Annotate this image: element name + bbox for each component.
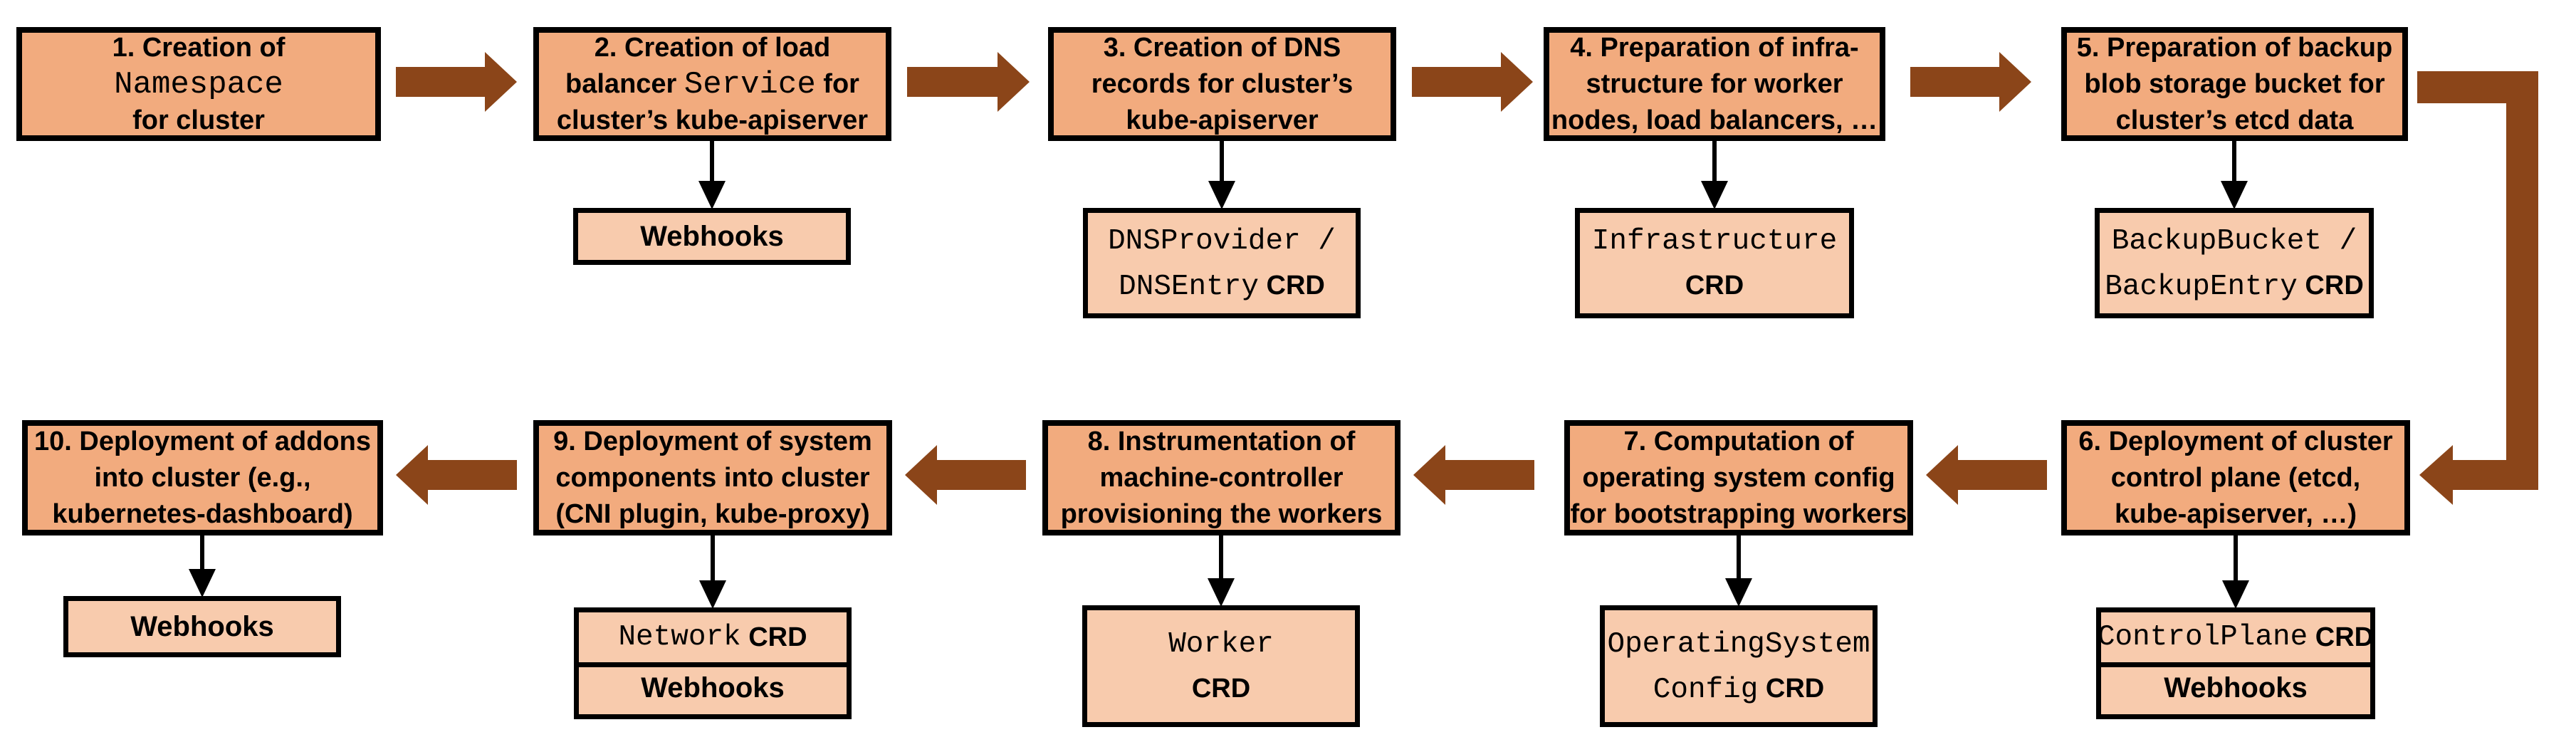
step-2-webhooks-label: Webhooks bbox=[640, 221, 784, 252]
step-9-crd-code: Network bbox=[618, 621, 741, 654]
flow-arrow-step4-to-step5 bbox=[1910, 52, 2031, 112]
step-7-line-2: operating system config bbox=[1582, 462, 1895, 493]
step-4-line-1: 4. Preparation of infra- bbox=[1570, 32, 1859, 63]
step-10-webhooks-box: Webhooks bbox=[63, 596, 341, 657]
step-3-line-1: 3. Creation of DNS bbox=[1103, 32, 1341, 63]
connector-step6-crd bbox=[2222, 535, 2249, 609]
step-9-crd-row: Network CRD bbox=[579, 612, 847, 662]
step-2-line-3: cluster’s kube-apiserver bbox=[556, 105, 869, 135]
step-10-line-2: into cluster (e.g., bbox=[94, 462, 311, 493]
step-1-line-2-code: Namespace bbox=[114, 66, 283, 103]
step-9-line-2: components into cluster bbox=[555, 462, 870, 493]
step-9-line-1: 9. Deployment of system bbox=[553, 426, 872, 456]
step-10-line-1: 10. Deployment of addons bbox=[34, 426, 371, 456]
step-8-crd-line-1: Worker bbox=[1168, 627, 1274, 661]
step-1-box: 1. Creation of Namespace for cluster bbox=[16, 27, 381, 141]
connector-step3-crd bbox=[1208, 140, 1235, 209]
connector-step2-webhooks bbox=[698, 140, 726, 209]
step-8-crd-suffix: CRD bbox=[1191, 673, 1251, 704]
step-7-crd-suffix: CRD bbox=[1758, 673, 1825, 704]
step-2-webhooks-box: Webhooks bbox=[573, 208, 851, 265]
step-3-crd-suffix: CRD bbox=[1258, 270, 1325, 301]
step-7-line-3: for bootstrapping workers bbox=[1570, 498, 1907, 529]
step-6-crd-code: ControlPlane bbox=[2097, 621, 2308, 654]
step-3-crd-line-1: DNSProvider / bbox=[1108, 224, 1336, 258]
step-9-webhooks-label: Webhooks bbox=[641, 672, 785, 704]
step-10-webhooks-label: Webhooks bbox=[130, 611, 274, 642]
step-4-crd-suffix: CRD bbox=[1685, 270, 1744, 301]
step-2-line-2b: for bbox=[815, 68, 859, 99]
flow-arrow-step9-to-step10 bbox=[396, 445, 517, 505]
step-6-line-1: 6. Deployment of cluster bbox=[2078, 426, 2393, 456]
step-5-line-3: cluster’s etcd data bbox=[2115, 105, 2354, 135]
step-8-crd-box: Worker CRD bbox=[1082, 605, 1360, 727]
step-3-line-2: records for cluster’s bbox=[1091, 68, 1354, 99]
step-8-line-2: machine-controller bbox=[1099, 462, 1344, 493]
step-2-line-2a: balancer bbox=[565, 68, 684, 99]
connector-step4-crd bbox=[1701, 140, 1728, 209]
connector-step7-crd bbox=[1725, 535, 1752, 607]
step-7-crd-line-2-code: Config bbox=[1653, 673, 1759, 706]
step-6-box: 6. Deployment of cluster control plane (… bbox=[2061, 420, 2410, 535]
step-4-crd-line-1: Infrastructure bbox=[1591, 224, 1838, 258]
flow-arrow-step5-to-step6-elbow bbox=[2417, 71, 2538, 505]
step-1-line-3: for cluster bbox=[132, 105, 265, 135]
step-1-line-1: 1. Creation of bbox=[112, 32, 286, 63]
step-7-box: 7. Computation of operating system confi… bbox=[1564, 420, 1913, 535]
step-7-crd-box: OperatingSystem Config CRD bbox=[1600, 605, 1878, 727]
step-4-crd-box: Infrastructure CRD bbox=[1575, 208, 1854, 318]
step-9-webhooks-row: Webhooks bbox=[579, 662, 847, 709]
step-6-crd-suffix: CRD bbox=[2308, 622, 2375, 652]
step-3-box: 3. Creation of DNS records for cluster’s… bbox=[1048, 27, 1396, 141]
step-8-box: 8. Instrumentation of machine-controller… bbox=[1042, 420, 1400, 535]
step-6-webhooks-row: Webhooks bbox=[2101, 662, 2370, 709]
step-4-line-2: structure for worker bbox=[1586, 68, 1843, 99]
flow-arrow-step8-to-step9 bbox=[905, 445, 1026, 505]
step-5-crd-line-1: BackupBucket / bbox=[2111, 224, 2357, 258]
step-6-crd-row: ControlPlane CRD bbox=[2097, 612, 2374, 662]
step-9-crd-webhooks-stack: Network CRD Webhooks bbox=[574, 607, 852, 719]
step-9-box: 9. Deployment of system components into … bbox=[533, 420, 892, 535]
step-4-line-3: nodes, load balancers, … bbox=[1551, 105, 1878, 135]
step-9-crd-suffix: CRD bbox=[740, 622, 807, 652]
step-9-line-3: (CNI plugin, kube-proxy) bbox=[555, 498, 870, 529]
step-10-box: 10. Deployment of addons into cluster (e… bbox=[22, 420, 383, 535]
step-10-line-3: kubernetes-dashboard) bbox=[52, 498, 353, 529]
step-8-line-3: provisioning the workers bbox=[1060, 498, 1383, 529]
step-3-crd-box: DNSProvider / DNSEntry CRD bbox=[1083, 208, 1361, 318]
step-5-crd-line-2-code: BackupEntry bbox=[2105, 270, 2298, 303]
connector-step5-crd bbox=[2221, 140, 2248, 209]
step-3-crd-line-2-code: DNSEntry bbox=[1119, 270, 1259, 303]
step-5-line-1: 5. Preparation of backup bbox=[2076, 32, 2393, 63]
connector-step8-crd bbox=[1208, 535, 1235, 607]
flow-arrow-step7-to-step8 bbox=[1413, 445, 1534, 505]
connector-step9-crd bbox=[699, 535, 726, 609]
step-2-box: 2. Creation of load balancer Service for… bbox=[533, 27, 891, 141]
step-8-line-1: 8. Instrumentation of bbox=[1087, 426, 1356, 456]
step-6-line-3: kube-apiserver, …) bbox=[2114, 498, 2357, 529]
step-2-line-2-code: Service bbox=[684, 66, 816, 103]
flow-arrow-step3-to-step4 bbox=[1412, 52, 1533, 112]
step-5-line-2: blob storage bucket for bbox=[2084, 68, 2385, 99]
step-5-box: 5. Preparation of backup blob storage bu… bbox=[2061, 27, 2408, 141]
step-7-line-1: 7. Computation of bbox=[1623, 426, 1854, 456]
step-4-box: 4. Preparation of infra- structure for w… bbox=[1544, 27, 1885, 141]
step-5-crd-suffix: CRD bbox=[2297, 270, 2364, 301]
step-5-crd-box: BackupBucket / BackupEntry CRD bbox=[2095, 208, 2374, 318]
step-7-crd-line-1: OperatingSystem bbox=[1607, 627, 1870, 661]
connector-step10-webhooks bbox=[189, 535, 216, 597]
step-6-crd-webhooks-stack: ControlPlane CRD Webhooks bbox=[2096, 607, 2375, 719]
flow-arrow-step1-to-step2 bbox=[396, 52, 517, 112]
step-6-webhooks-label: Webhooks bbox=[2164, 672, 2308, 704]
flow-arrow-step2-to-step3 bbox=[907, 52, 1030, 112]
step-3-line-3: kube-apiserver bbox=[1126, 105, 1319, 135]
step-6-line-2: control plane (etcd, bbox=[2110, 462, 2361, 493]
flow-arrow-step6-to-step7 bbox=[1926, 445, 2047, 505]
step-2-line-1: 2. Creation of load bbox=[594, 32, 831, 63]
